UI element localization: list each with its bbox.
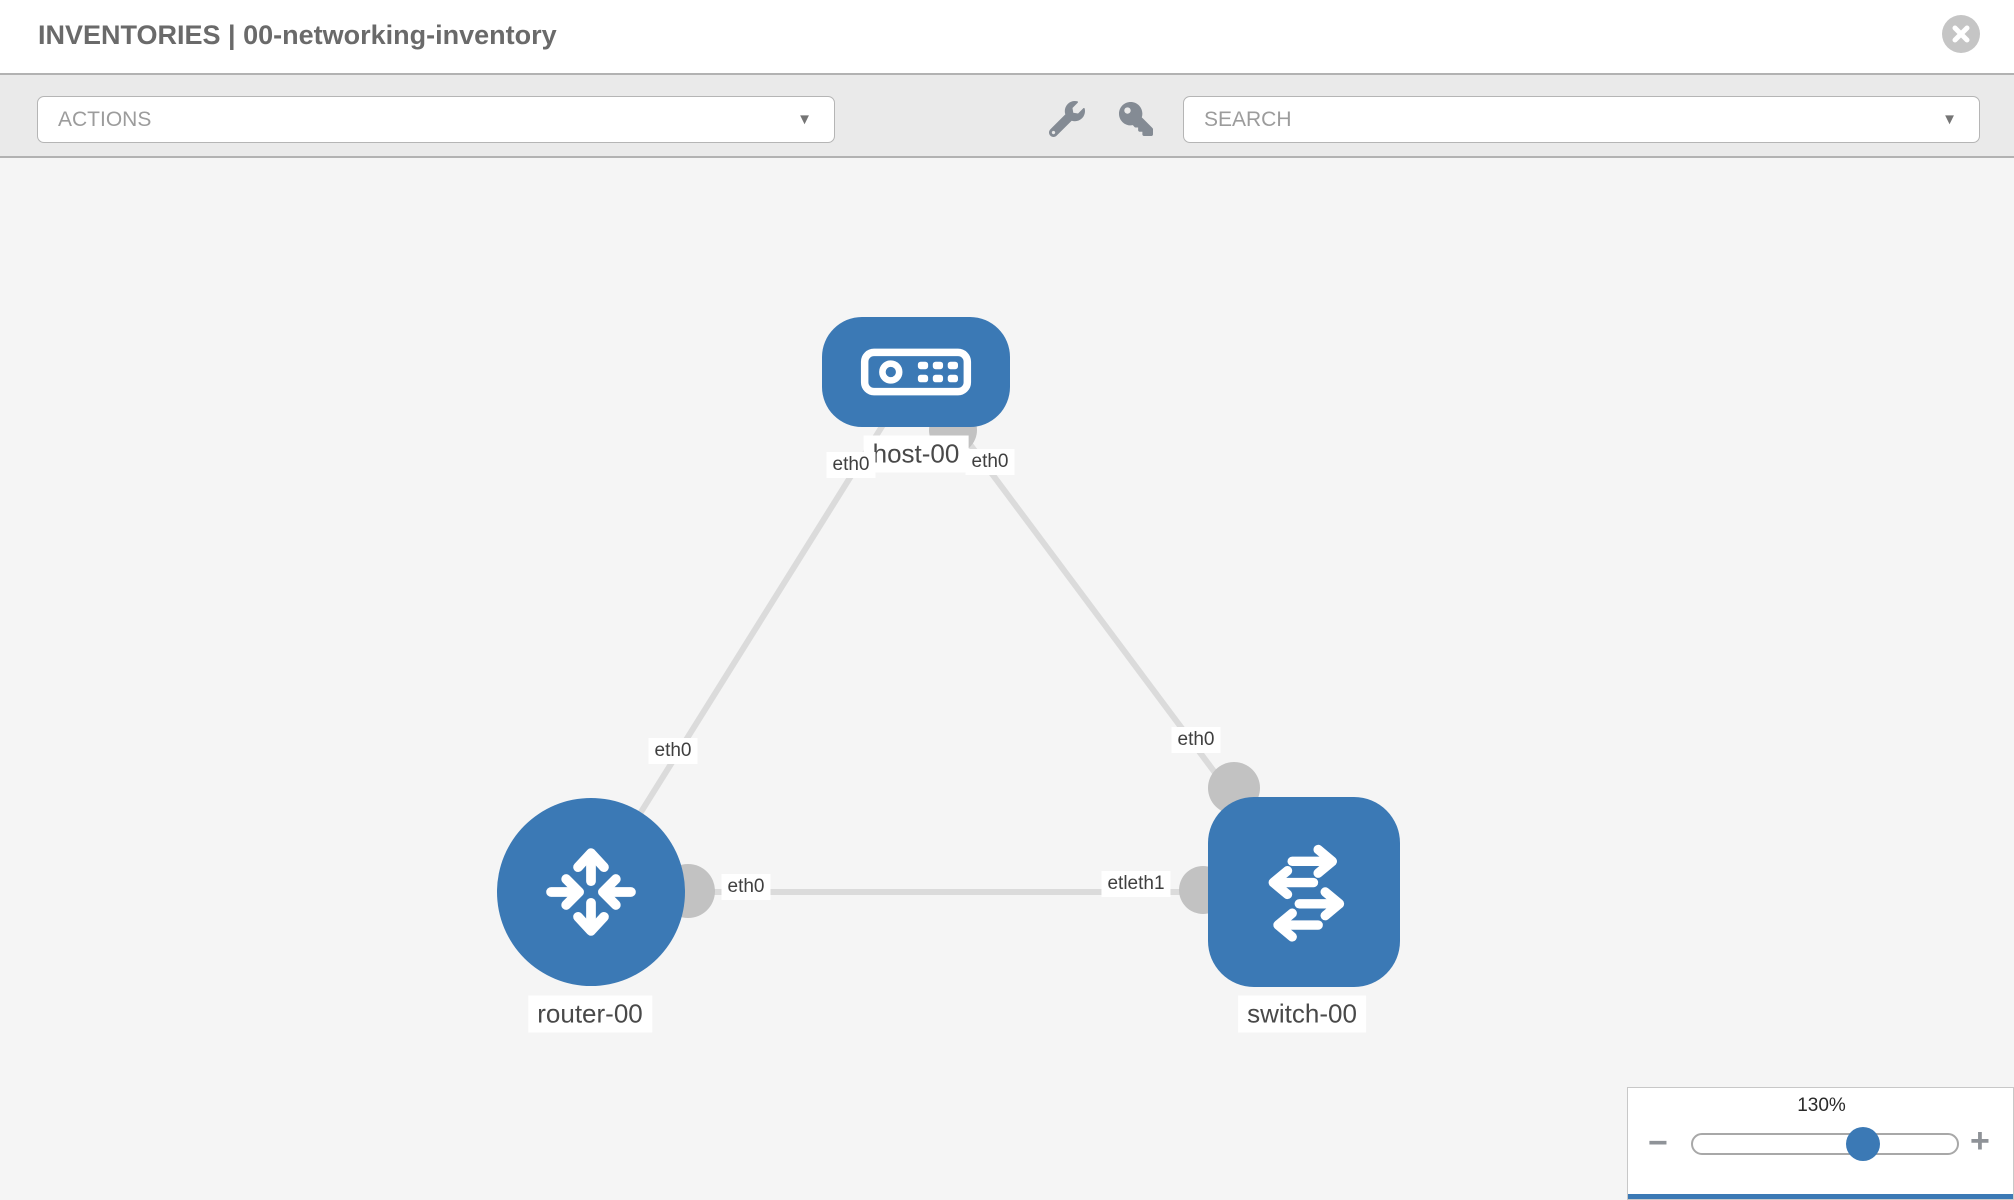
interface-label: eth0: [648, 738, 698, 764]
wrench-button[interactable]: [1045, 97, 1089, 141]
zoom-slider[interactable]: [1691, 1133, 1959, 1155]
zoom-panel-accent-strip: [1628, 1194, 2013, 1199]
node-label-router: router-00: [528, 995, 652, 1033]
interface-label: eth0: [721, 874, 771, 900]
zoom-in-button[interactable]: +: [1970, 1122, 1990, 1160]
header: INVENTORIES | 00-networking-inventory: [0, 0, 2014, 73]
node-label-host: host-00: [863, 435, 969, 473]
close-button[interactable]: [1942, 15, 1980, 53]
interface-label: etleth1: [1101, 871, 1171, 897]
zoom-level: 130%: [1797, 1095, 1846, 1116]
host-icon: [860, 348, 972, 396]
search-dropdown[interactable]: SEARCH ▼: [1183, 96, 1980, 143]
actions-dropdown-label: ACTIONS: [58, 107, 152, 131]
interface-label: eth0: [965, 449, 1015, 475]
node-router-00[interactable]: [497, 798, 685, 986]
node-switch-00[interactable]: [1208, 797, 1400, 987]
router-icon: [546, 848, 636, 936]
interface-label: eth0: [826, 452, 876, 478]
topology-links: [588, 370, 1307, 918]
node-label-switch: switch-00: [1238, 995, 1366, 1033]
toolbar: ACTIONS ▼ SEARCH ▼: [0, 73, 2014, 158]
wrench-icon: [1049, 101, 1085, 137]
close-icon: [1952, 25, 1970, 43]
key-icon: [1119, 102, 1153, 136]
page-title: INVENTORIES | 00-networking-inventory: [38, 20, 557, 50]
zoom-slider-thumb[interactable]: [1846, 1127, 1880, 1161]
search-dropdown-label: SEARCH: [1204, 107, 1292, 131]
topology-canvas[interactable]: host-00 router-00 switch-00 eth0 eth0 et…: [0, 158, 2014, 1200]
chevron-down-icon: ▼: [1942, 111, 1957, 128]
chevron-down-icon: ▼: [797, 111, 812, 128]
zoom-panel: 130% − +: [1627, 1087, 2014, 1200]
actions-dropdown[interactable]: ACTIONS ▼: [37, 96, 835, 143]
interface-label: eth0: [1171, 727, 1221, 753]
key-button[interactable]: [1114, 97, 1158, 141]
node-host-00[interactable]: [822, 317, 1010, 427]
switch-icon: [1268, 844, 1345, 942]
zoom-out-button[interactable]: −: [1648, 1124, 1668, 1162]
